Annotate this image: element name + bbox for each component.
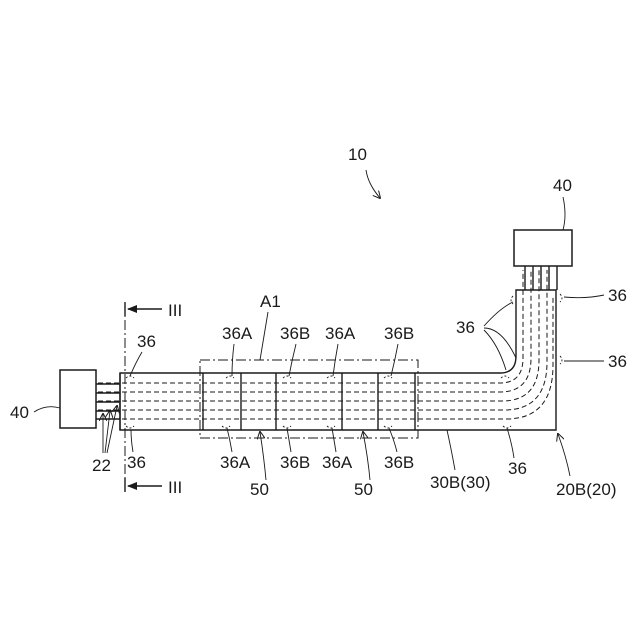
label-bottom-36b-2: 36B	[384, 453, 414, 472]
section-label-top: III	[168, 301, 182, 320]
label-region-a1: A1	[260, 292, 281, 311]
label-36-bend: 36	[456, 318, 475, 337]
label-unit-50-1: 50	[250, 480, 269, 499]
leaders-36-bend	[484, 302, 516, 370]
leader-member	[558, 434, 570, 476]
label-36-right-middle: 36	[608, 352, 627, 371]
left-connector-leader	[34, 407, 60, 412]
leader-bottom-36b-1	[287, 428, 291, 452]
leader-36-left-bottom	[131, 430, 133, 452]
label-36-left-bottom: 36	[127, 453, 146, 472]
leader-a1	[260, 312, 268, 360]
label-wires: 22	[92, 456, 111, 475]
leader-top-36b-2	[391, 344, 398, 376]
leader-36-bottom	[507, 428, 514, 458]
label-bottom-36b-1: 36B	[280, 453, 310, 472]
leader-bottom-36a-1	[227, 428, 232, 452]
label-left-connector: 40	[10, 403, 29, 422]
leader-sheet	[447, 430, 455, 470]
top-connector	[514, 230, 572, 266]
top-connector-wires	[525, 266, 557, 290]
label-36-bottom: 36	[508, 459, 527, 478]
wires-leaders	[103, 406, 117, 453]
label-member: 20B(20)	[556, 480, 616, 499]
section-label-bottom: III	[168, 478, 182, 497]
left-connector-wires	[96, 384, 120, 419]
assembly-leader	[366, 170, 380, 198]
label-top-36b-2: 36B	[384, 324, 414, 343]
leader-unit-50-2	[363, 432, 370, 480]
leader-bottom-36b-2	[389, 428, 397, 452]
leader-bottom-36a-2	[332, 428, 336, 452]
l-shaped-member-outline	[120, 290, 556, 430]
label-bottom-36a-2: 36A	[322, 453, 353, 472]
label-sheet: 30B(30)	[430, 473, 490, 492]
label-assembly: 10	[348, 145, 367, 164]
leader-36-right-upper	[564, 295, 604, 298]
top-connector-leader	[563, 197, 565, 230]
label-top-36a-1: 36A	[222, 324, 253, 343]
label-36-left-top: 36	[137, 332, 156, 351]
label-top-connector: 40	[553, 176, 572, 195]
left-connector	[60, 370, 96, 428]
fixing-marks	[126, 294, 562, 428]
label-unit-50-2: 50	[354, 480, 373, 499]
region-a1-box	[200, 360, 418, 438]
label-top-36b-1: 36B	[280, 324, 310, 343]
label-top-36a-2: 36A	[325, 324, 356, 343]
label-36-right-upper: 36	[608, 286, 627, 305]
leader-unit-50-1	[260, 432, 266, 480]
label-bottom-36a-1: 36A	[220, 453, 251, 472]
wire-paths	[98, 270, 553, 419]
